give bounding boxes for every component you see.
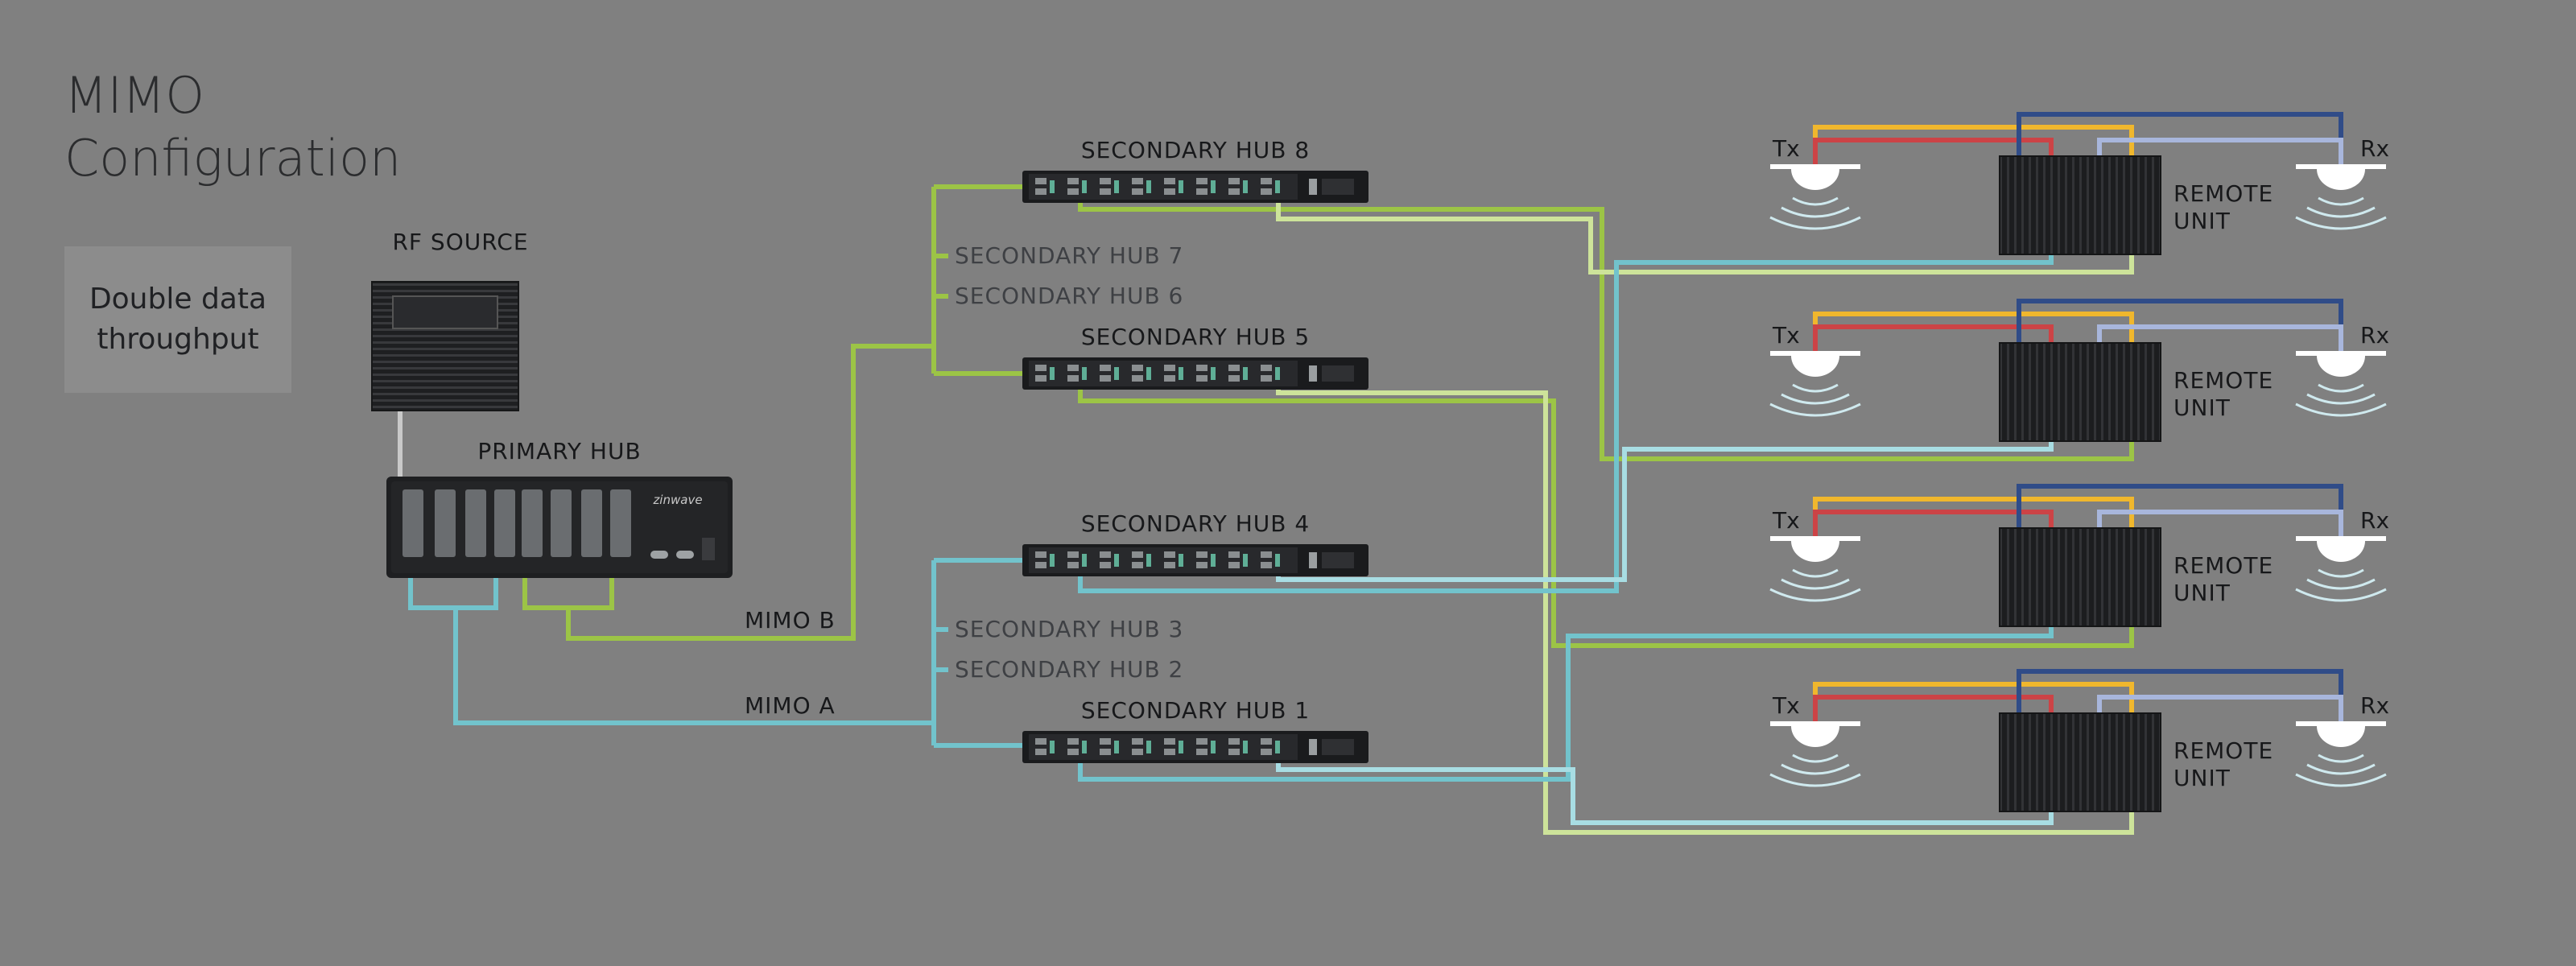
- remote-unit-1-tx-label: Tx: [1772, 135, 1800, 162]
- remote-unit-2: Tx Rx REMOTE UNIT: [1769, 299, 2389, 442]
- remote-unit-1-tx-antenna-icon: [1769, 163, 1862, 230]
- secondary-hub-8-device: [1022, 171, 1368, 203]
- title-line-2: Configuration: [64, 129, 402, 188]
- remote-unit-4-label-2: UNIT: [2174, 765, 2231, 791]
- rf-source-label: RF SOURCE: [392, 229, 528, 255]
- secondary-hub-1-device: [1022, 731, 1368, 763]
- remote-unit-1-rx-label: Rx: [2360, 135, 2389, 162]
- cable-hub1-light: [1276, 758, 2054, 825]
- secondary-hub-2-label: SECONDARY HUB 2: [955, 656, 1183, 683]
- rf-source-device: [371, 281, 519, 411]
- remote-unit-4: Tx Rx REMOTE UNIT: [1769, 669, 2389, 812]
- primary-hub-label: PRIMARY HUB: [477, 438, 641, 464]
- cable-layer: [398, 184, 2134, 835]
- mimo-b-label: MIMO B: [745, 607, 836, 634]
- remote-unit-4-tx-label: Tx: [1772, 692, 1800, 719]
- remote-unit-4-rx-antenna-icon: [2294, 720, 2388, 787]
- remote-unit-3-label-2: UNIT: [2174, 580, 2231, 606]
- remote-unit-1: Tx Rx REMOTE UNIT: [1769, 112, 2389, 255]
- primary-hub-device: [386, 477, 733, 578]
- remote-unit-4-chassis: [1999, 712, 2161, 812]
- secondary-hub-4-label: SECONDARY HUB 4: [1081, 510, 1310, 537]
- remote-unit-4-rx-label: Rx: [2360, 692, 2389, 719]
- secondary-hub-7-label: SECONDARY HUB 7: [955, 242, 1183, 269]
- secondary-hub-1-label: SECONDARY HUB 1: [1081, 697, 1310, 724]
- remote-unit-3-antenna-cables: [1813, 484, 2343, 536]
- mimo-a-label: MIMO A: [745, 692, 836, 719]
- remote-unit-1-label-1: REMOTE: [2174, 180, 2273, 207]
- remote-unit-1-rx-antenna-icon: [2294, 163, 2388, 230]
- secondary-hub-8-label: SECONDARY HUB 8: [1081, 137, 1310, 163]
- remote-unit-4-label-1: REMOTE: [2174, 737, 2273, 764]
- remote-unit-3: Tx Rx REMOTE UNIT: [1769, 484, 2389, 627]
- primary-hub-logo: zinwave: [652, 493, 702, 507]
- remote-unit-2-antenna-cables: [1813, 299, 2343, 351]
- remote-unit-1-chassis: [1999, 155, 2161, 255]
- remote-unit-3-tx-antenna-icon: [1769, 535, 1862, 602]
- mimo-a-trunk: [453, 608, 934, 725]
- secondary-hub-5-label: SECONDARY HUB 5: [1081, 324, 1310, 350]
- secondary-hub-4-device: [1022, 544, 1368, 576]
- remote-unit-2-label-2: UNIT: [2174, 394, 2231, 421]
- cable-hub1-teal: [1078, 626, 2054, 782]
- remote-unit-3-chassis: [1999, 527, 2161, 627]
- mimo-a-branches: [934, 558, 1022, 748]
- remote-unit-2-rx-label: Rx: [2360, 322, 2389, 349]
- secondary-hub-6-label: SECONDARY HUB 6: [955, 283, 1183, 309]
- diagram-title: MIMO Configuration: [64, 64, 401, 190]
- remote-unit-4-tx-antenna-icon: [1769, 720, 1862, 787]
- secondary-hub-5-device: [1022, 357, 1368, 390]
- mimo-b-trunk: [566, 344, 934, 641]
- remote-unit-1-label-2: UNIT: [2174, 208, 2231, 234]
- title-line-1: MIMO: [64, 66, 205, 125]
- remote-unit-2-tx-antenna-icon: [1769, 349, 1862, 417]
- info-box: Double data throughput: [64, 246, 291, 393]
- remote-unit-1-antenna-cables: [1813, 112, 2343, 164]
- cable-hub5-green: [1078, 385, 2134, 648]
- cable-hub4-light: [1276, 440, 2054, 582]
- remote-unit-3-rx-antenna-icon: [2294, 535, 2388, 602]
- info-line-2: throughput: [97, 323, 259, 356]
- secondary-hub-3-label: SECONDARY HUB 3: [955, 616, 1183, 642]
- remote-unit-4-antenna-cables: [1813, 669, 2343, 721]
- cable-hub5-light: [1276, 385, 2134, 835]
- cable-hub4-teal: [1078, 254, 2054, 593]
- remote-unit-3-tx-label: Tx: [1772, 507, 1800, 534]
- mimo-b-branches: [934, 184, 1022, 376]
- remote-unit-2-chassis: [1999, 342, 2161, 442]
- remote-unit-2-tx-label: Tx: [1772, 322, 1800, 349]
- cable-hub8-green: [1078, 200, 2134, 461]
- remote-unit-2-label-1: REMOTE: [2174, 367, 2273, 394]
- remote-unit-2-rx-antenna-icon: [2294, 349, 2388, 417]
- remote-unit-3-label-1: REMOTE: [2174, 552, 2273, 579]
- info-line-1: Double data: [89, 283, 267, 316]
- remote-unit-3-rx-label: Rx: [2360, 507, 2389, 534]
- cable-hub8-light: [1276, 200, 2134, 275]
